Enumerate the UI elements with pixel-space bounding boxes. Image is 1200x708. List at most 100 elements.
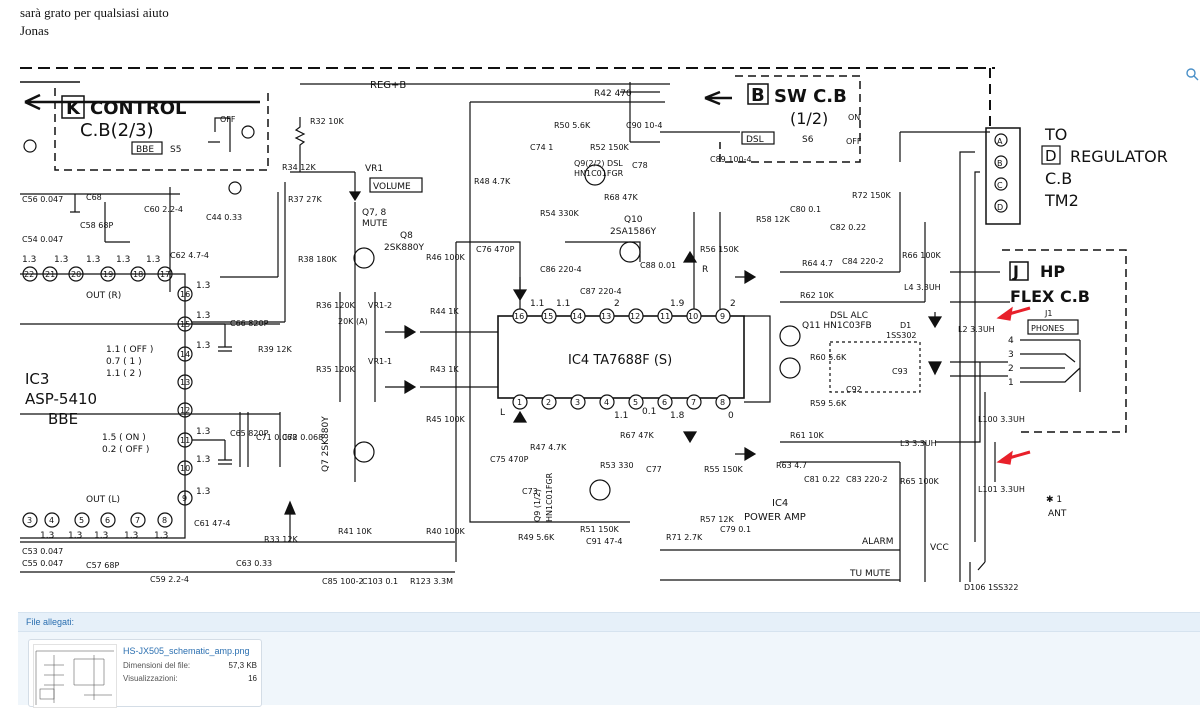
- bias-3: 1.1 ( 2 ): [106, 369, 142, 379]
- ic4-pin-3: 3: [575, 398, 580, 407]
- ic3-pin-9: 9: [182, 494, 187, 503]
- comp-c78: C78: [632, 161, 648, 170]
- v-ic4-b1: 1.1: [614, 411, 628, 421]
- q9a-label: Q9(2/2) DSL: [574, 159, 623, 168]
- schematic-svg: REG+B K CONTROL C.B(2/3) BBE S5 OFF B SW…: [20, 67, 1168, 592]
- r-label: R: [702, 265, 708, 275]
- reg-word: REGULATOR: [1070, 147, 1168, 166]
- ic4-pin-16: 16: [514, 312, 524, 321]
- schematic-image[interactable]: REG+B K CONTROL C.B(2/3) BBE S5 OFF B SW…: [20, 62, 1200, 596]
- comp-l101: L101 3.3UH: [978, 485, 1025, 494]
- comp-r60: R60 5.6K: [810, 353, 847, 362]
- ic3-pin-3: 3: [27, 516, 32, 525]
- ic4-pin-11: 11: [660, 312, 670, 321]
- ic4-pin-4: 4: [604, 398, 609, 407]
- ic4-pin-10: 10: [688, 312, 698, 321]
- ic3-pin-7: 7: [135, 516, 140, 525]
- regb-label: REG+B: [370, 80, 406, 91]
- ic3-pin-10: 10: [180, 464, 190, 473]
- comp-r38: R38 180K: [298, 255, 338, 264]
- comp-c44: C44 0.33: [206, 213, 242, 222]
- ic4-pin-15: 15: [543, 312, 553, 321]
- comp-c87: C87 220-4: [580, 287, 622, 296]
- comp-r71: R71 2.7K: [666, 533, 703, 542]
- comp-r65: R65 100K: [900, 477, 940, 486]
- attachment-views-value: 16: [248, 674, 257, 683]
- d1-label: D1: [900, 321, 911, 330]
- comp-c57: C57 68P: [86, 561, 119, 570]
- comp-r63: R63 4.7: [776, 461, 807, 470]
- v-ic4-b4: 0: [728, 411, 734, 421]
- comp-vr11: VR1-1: [368, 357, 392, 366]
- sw-title: SW C.B: [774, 86, 847, 107]
- j1-label: J1: [1044, 309, 1052, 318]
- ic4-pin-2: 2: [546, 398, 551, 407]
- v-top-2: 1.3: [54, 255, 68, 265]
- attachment-thumbnail[interactable]: [33, 644, 117, 708]
- ic3-pin-8: 8: [162, 516, 167, 525]
- comp-r46: R46 100K: [426, 253, 466, 262]
- sw-letter: B: [751, 85, 765, 106]
- comp-c85: C85 100-2: [322, 577, 364, 586]
- comp-vr1-value: 20K (A): [338, 317, 368, 326]
- expand-icon[interactable]: [1184, 66, 1200, 82]
- s6-label: S6: [802, 135, 814, 145]
- comp-c76: C76 470P: [476, 245, 515, 254]
- s5-label: S5: [170, 145, 181, 155]
- ic3-pin-5: 5: [79, 516, 84, 525]
- comp-r56: R56 150K: [700, 245, 740, 254]
- comp-c61: C61 47-4: [194, 519, 230, 528]
- to-label: TO: [1044, 125, 1067, 144]
- v-ic4-b2: 0.1: [642, 407, 656, 417]
- attachment-card[interactable]: HS-JX505_schematic_amp.png Dimensioni de…: [28, 639, 262, 708]
- off-k-label: OFF: [220, 115, 236, 124]
- comp-r37: R37 27K: [288, 195, 322, 204]
- comp-r48: R48 4.7K: [474, 177, 511, 186]
- v-bot-5: 1.3: [154, 531, 168, 541]
- ic4-power-label: IC4: [772, 498, 788, 509]
- attachment-views-label: Visualizzazioni:: [123, 674, 178, 683]
- hp-pin-1: 1: [1008, 378, 1014, 388]
- q78-label: Q7, 8: [362, 208, 387, 218]
- hp-pin-2: 2: [1008, 364, 1014, 374]
- comp-l100: L100 3.3UH: [978, 415, 1025, 424]
- attachment-views-row: Visualizzazioni: 16: [123, 674, 257, 683]
- comp-r58: R58 12K: [756, 215, 790, 224]
- r42-label: R42 470: [594, 89, 632, 99]
- comp-r62: R62 10K: [800, 291, 834, 300]
- comp-c103: C103 0.1: [362, 577, 398, 586]
- v-ic4-t5: 2: [730, 299, 736, 309]
- d1-part: 1SS302: [886, 331, 917, 340]
- comp-r64: R64 4.7: [802, 259, 833, 268]
- attachment-file-link[interactable]: HS-JX505_schematic_amp.png: [123, 646, 250, 656]
- comp-r57: R57 12K: [700, 515, 734, 524]
- ic3-part: ASP-5410: [25, 390, 97, 408]
- comp-r61: R61 10K: [790, 431, 824, 440]
- comp-r49: R49 5.6K: [518, 533, 555, 542]
- dsl-box-label: DSL: [746, 135, 764, 145]
- comp-c91: C91 47-4: [586, 537, 622, 546]
- comp-c68: C68: [86, 193, 102, 202]
- comp-r41: R41 10K: [338, 527, 372, 536]
- comp-l4: L4 3.3UH: [904, 283, 941, 292]
- ic4-label: IC4 TA7688F (S): [568, 353, 672, 368]
- comp-c89: C89 100-4: [710, 155, 752, 164]
- q8-label: Q8: [400, 231, 413, 241]
- comp-r52: R52 150K: [590, 143, 630, 152]
- comp-c92: C92: [846, 385, 862, 394]
- comp-r40: R40 100K: [426, 527, 466, 536]
- v-bot-2: 1.3: [68, 531, 82, 541]
- comp-c62: C62 4.7-4: [170, 251, 209, 260]
- comp-c83: C83 220-2: [846, 475, 888, 484]
- v-side-3: 1.3: [196, 341, 210, 351]
- v-side-5: 1.3: [196, 455, 210, 465]
- v-bot-3: 1.3: [94, 531, 108, 541]
- comp-c80: C80 0.1: [790, 205, 821, 214]
- ant-num: ✱ 1: [1046, 495, 1062, 505]
- ic3-pin-11: 11: [180, 436, 190, 445]
- v-ic4-t4: 1.9: [670, 299, 685, 309]
- comp-r32: R32 10K: [310, 117, 344, 126]
- ic4-pin-1: 1: [517, 398, 522, 407]
- comp-c53: C53 0.047: [22, 547, 63, 556]
- v-bot-1: 1.3: [40, 531, 54, 541]
